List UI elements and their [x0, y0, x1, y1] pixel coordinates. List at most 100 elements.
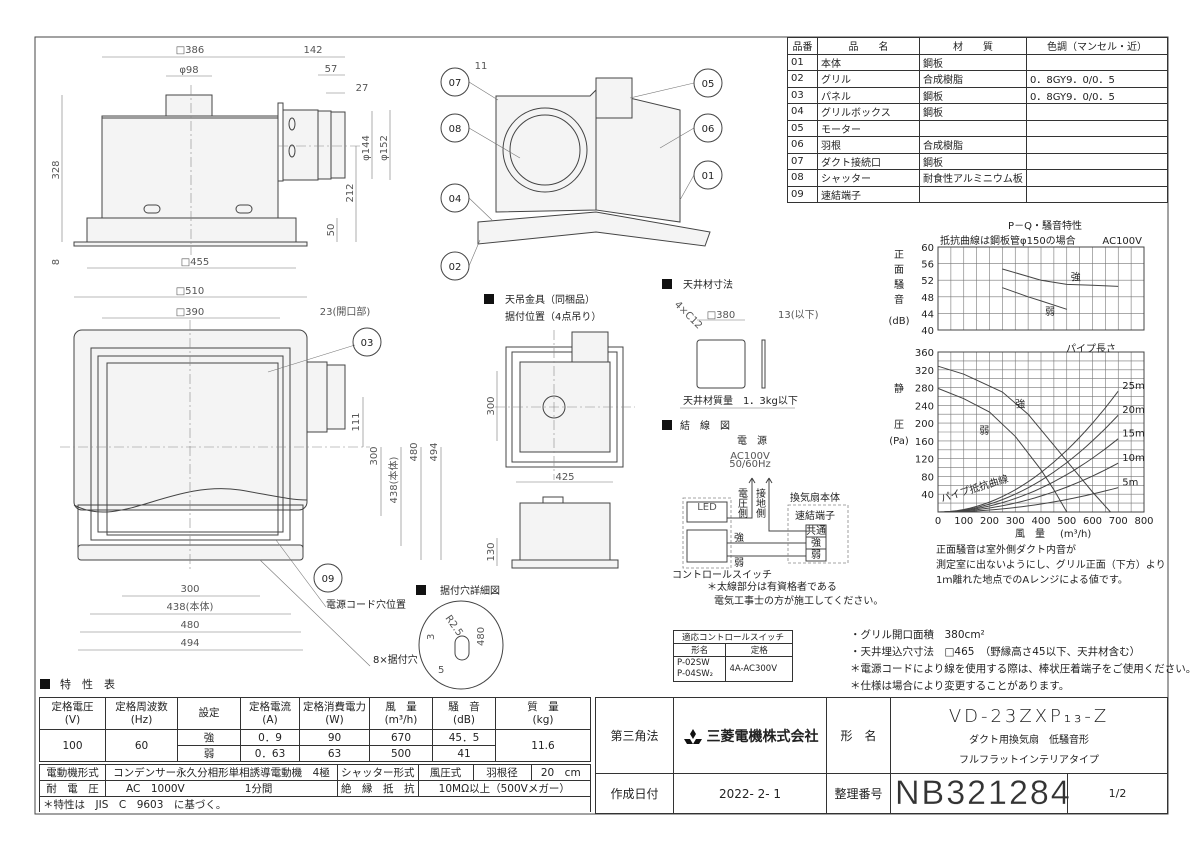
pressure-unit: (Pa): [889, 436, 909, 447]
part-no: 01: [787, 53, 818, 71]
side-view: □386 142 φ98 57 27 φ144 φ152 212 50 328 …: [51, 45, 391, 269]
dim-300-h: 300: [180, 584, 199, 595]
part-no: 09: [787, 185, 818, 203]
dim-phi98: φ98: [179, 65, 198, 76]
header-part-name: 品 名: [817, 37, 920, 55]
dim-455: □455: [181, 257, 210, 268]
sheet-border: [34, 36, 1169, 815]
pq-line-strong: [937, 365, 1111, 513]
part-no: 07: [787, 152, 818, 170]
noise-series-label: 強: [1071, 270, 1081, 283]
led-label: LED: [697, 502, 717, 513]
pressure-tick-label: 320: [915, 366, 934, 377]
switch-col-rating: 定格: [725, 643, 793, 657]
x-tick-label: 0: [935, 516, 941, 527]
dim-11: 11: [475, 61, 488, 72]
chart-title: P－Q・騒音特性: [1008, 219, 1082, 232]
company-logo: 三菱電機株式会社: [673, 697, 827, 774]
noise-line-weak: [1002, 287, 1067, 310]
motor-label: 電動機形式: [39, 764, 106, 781]
part-no: 05: [787, 119, 818, 137]
header-color: 色調（マンセル・近）: [1026, 37, 1168, 55]
pressure-tick-label: 200: [915, 419, 934, 430]
noise-ylabel-char: 騒: [894, 279, 904, 291]
char-header: 風 量 (m³/h): [369, 697, 433, 730]
airflow-weak: 500: [369, 745, 433, 762]
number-label: 整理番号: [826, 773, 891, 814]
pressure-ylabel-char: 静: [894, 382, 904, 395]
withstand-value: AC 1000V: [126, 783, 185, 795]
pq-noise-chart: P－Q・騒音特性 抵抗曲線は鋼板管φ150の場合 AC100V (dB) (Pa…: [888, 219, 1165, 586]
balloon-06: 06: [702, 124, 715, 135]
part-color: [1026, 119, 1168, 137]
char-table-title: 特 性 表: [60, 678, 115, 691]
chart-voltage: AC100V: [1102, 236, 1142, 247]
x-tick-label: 400: [1031, 516, 1050, 527]
balloon-circle: [693, 160, 723, 190]
mount-hole-detail: 据付穴詳細図 R2.5 3 5 480: [416, 584, 504, 690]
dim-57: 57: [325, 64, 338, 75]
balloon-circle: [440, 251, 470, 281]
projection-method: 第三角法: [595, 697, 674, 774]
parts-table-header: 品番 品 名 材 質 色調（マンセル・近）: [787, 37, 1168, 55]
dim-111: 111: [351, 412, 362, 431]
char-row-weak: 弱 0．63 63 500 41: [40, 745, 591, 762]
fan-body-label: 換気扇本体: [790, 491, 840, 504]
wiring-note-1: ＊太線部分は有資格者である: [707, 580, 837, 593]
part-color: 0．8GY9．0/0．5: [1026, 86, 1168, 104]
current-weak: 0．63: [240, 745, 300, 762]
dim-212: 212: [345, 183, 356, 202]
terminal-strong: 強: [811, 536, 821, 549]
part-material: 耐食性アルミニウム板: [919, 169, 1027, 187]
balloon-circle: [440, 67, 470, 97]
part-name: パネル: [817, 86, 920, 104]
char-header: 設定: [177, 697, 241, 730]
switch-model-2: P-04SW₂: [677, 669, 714, 679]
part-name: グリル: [817, 70, 920, 88]
char-header: 騒 音 (dB): [432, 697, 496, 730]
note-grill-area: ・グリル開口面積 380cm²: [850, 629, 985, 641]
dim-142: 142: [303, 45, 322, 56]
note-spec-change: ＊仕様は場合により変更することがあります。: [850, 680, 1070, 692]
pressure-tick-label: 120: [915, 455, 934, 466]
setting-strong: 強: [177, 729, 241, 746]
dim-130: 130: [486, 542, 497, 561]
terminal-weak: 弱: [811, 549, 821, 561]
x-tick-label: 600: [1083, 516, 1102, 527]
pipe-length-label: 20m: [1122, 405, 1144, 416]
pressure-tick-label: 160: [915, 437, 934, 448]
dim-390: □390: [176, 307, 205, 318]
chart-footnote-2: 測定室に出ないようにし、グリル正面（下方）より: [936, 558, 1166, 571]
dim-phi144: φ144: [361, 135, 372, 161]
dim-494-h: 494: [180, 638, 199, 649]
char-header: 定格電圧 (V): [39, 697, 106, 730]
drawing-number: NB321284: [890, 773, 1070, 814]
balloon-02: 02: [449, 262, 462, 273]
sheet-number: 1/2: [1067, 773, 1168, 814]
noise-tick-label: 56: [921, 260, 934, 271]
mount-detail-title: 据付穴詳細図: [440, 584, 500, 597]
switch-table-title: 適応コントロールスイッチ: [673, 630, 793, 644]
date-value: 2022- 2- 1: [673, 773, 827, 814]
rated-voltage: 100: [39, 729, 106, 762]
ground-side-label: 接地側: [754, 487, 766, 518]
balloon-05: 05: [702, 79, 715, 90]
pipe-resistance-curve: [937, 390, 1119, 513]
part-name: 羽根: [817, 136, 920, 154]
current-strong: 0．9: [240, 729, 300, 746]
pressure-tick-label: 40: [921, 490, 934, 501]
part-no: 02: [787, 70, 818, 88]
motor-value: コンデンサー永久分相形単相誘導電動機 4極: [105, 764, 338, 781]
blade-value: 20 cm: [530, 764, 591, 781]
x-tick-label: 300: [1006, 516, 1025, 527]
pipe-resistance-curve: [937, 438, 1119, 513]
noise-series-label: 弱: [1045, 306, 1055, 318]
part-material: 合成樹脂: [919, 136, 1027, 154]
plan-view: □510 □390 23(開口部) 111 300 438(本体) 480 49…: [60, 286, 442, 667]
model-desc-2: フルフラットインテリアタイプ: [959, 754, 1099, 766]
power-label: 電 源: [737, 434, 767, 447]
characteristics-table: 定格電圧 (V)定格周波数 (Hz)設定定格電流 (A)定格消費電力 (W)風 …: [39, 697, 591, 762]
